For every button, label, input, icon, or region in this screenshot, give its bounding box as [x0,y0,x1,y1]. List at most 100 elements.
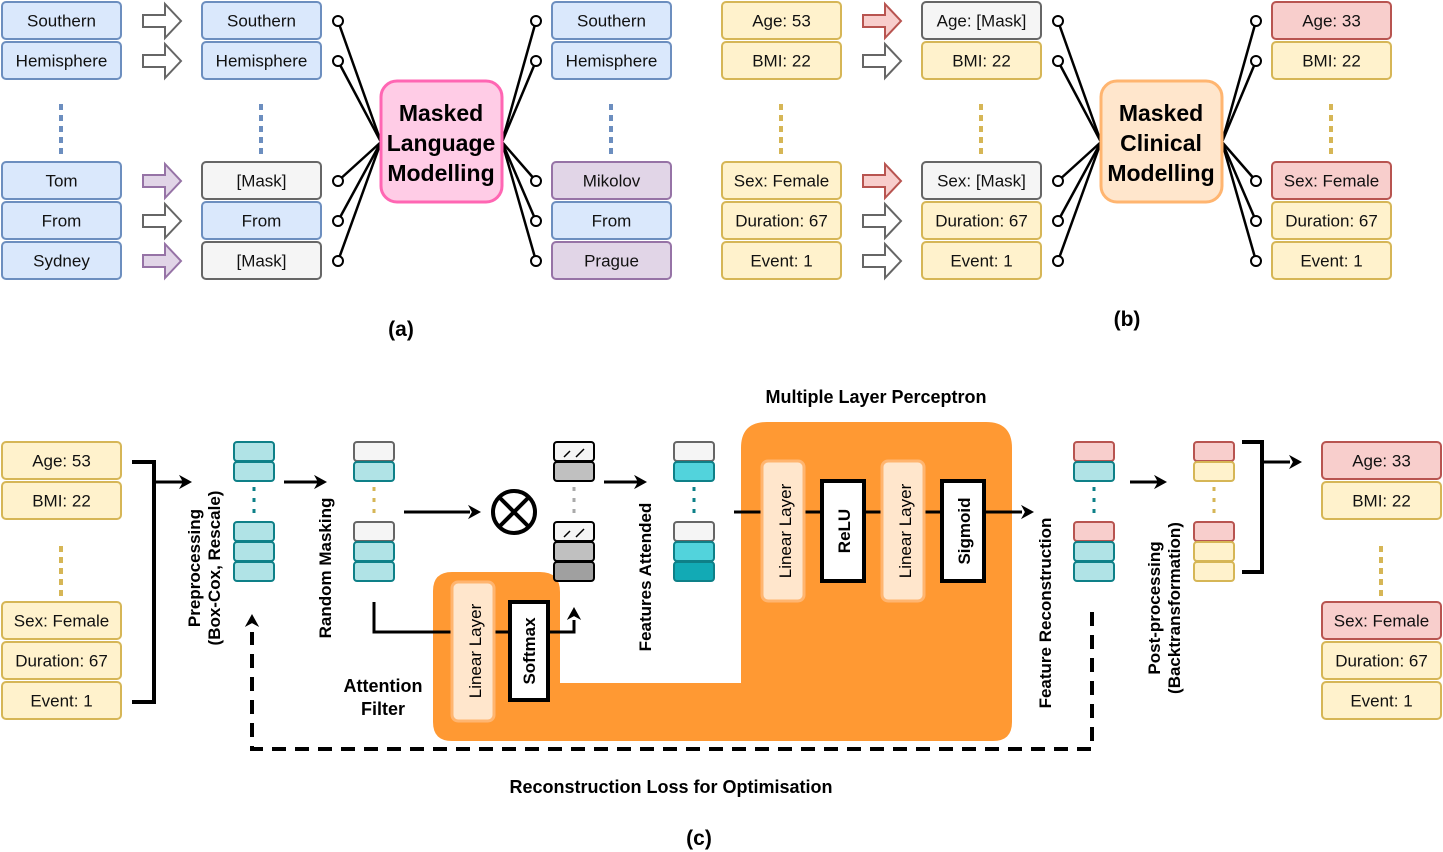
c-ellipsis-dot [1379,590,1383,596]
b-port [1052,255,1064,267]
c-loss-label: Reconstruction Loss for Optimisation [509,777,832,797]
c-sigmoid-label-line: Sigmoid [955,497,974,564]
c-output-token-box [1321,681,1442,720]
c-ellipsis-dot [1379,546,1383,552]
c-stack-dot [252,487,256,491]
c-post-cell [1193,561,1235,582]
c-feat-cell [673,541,715,562]
c-postprocessing-label: Post-processing(Backtransformation) [1145,522,1184,694]
c-mask-cell [353,541,395,562]
a-hollow-arrow [142,241,183,281]
c-random-masking-label-line: Random Masking [316,498,335,639]
a-ellipsis-dot [259,137,263,143]
a-input-token-box [1,161,122,200]
b-masked-token-label: Sex: [Mask] [937,172,1026,191]
b-masked-token-box [921,201,1042,240]
c-stack-dot [572,487,576,491]
c-sigmoid-box [940,479,986,583]
a-masked-token-box [201,1,322,40]
b-masked-token-label: Duration: 67 [935,212,1028,231]
b-output-token-box [1271,1,1392,40]
b-port [1052,175,1064,187]
a-port [332,215,344,227]
c-attn-cell [553,441,595,462]
c-postprocessing-label-line: (Backtransformation) [1165,522,1184,694]
c-softmax-out-line [548,620,576,634]
a-connector-in [336,60,383,143]
b-port [1250,175,1262,187]
b-output-token-box [1271,241,1392,280]
b-hollow-arrow [862,161,903,201]
b-hollow-arrow [862,1,903,41]
a-hollow-arrow [142,41,183,81]
c-linear-layer-box [760,459,806,603]
a-masked-token-box [201,241,322,280]
b-connector-in [1056,20,1103,143]
c-post-cell [1193,461,1235,482]
b-port [1052,215,1064,227]
a-input-token-label: Southern [27,12,96,31]
c-post-cell [1193,441,1235,462]
c-output-token-box [1321,641,1442,680]
c-linear-layer-label: Linear Layer [466,603,485,698]
c-input-token-box [1,641,122,680]
c-attn-cell [553,541,595,562]
c-stack-dot [372,487,376,491]
a-model-label: Modelling [387,160,494,186]
a-ellipsis-dot [59,126,63,132]
a-input-token-box [1,201,122,240]
a-input-token-label: Tom [45,172,77,191]
c-attn-cell-hatch [563,450,571,458]
c-output-token-label: Sex: Female [1334,612,1429,631]
c-ellipsis-dot [59,579,63,585]
b-output-token-label: Sex: Female [1284,172,1379,191]
a-ellipsis-dot [259,148,263,154]
a-masked-token-label: [Mask] [236,172,286,191]
c-linear-layer-label-line: Linear Layer [466,603,485,698]
c-softmax-label: Softmax [520,617,539,685]
c-feat-cell [673,461,715,482]
c-output-token-label: Age: 33 [1352,452,1411,471]
c-input-token-label: Event: 1 [30,692,92,711]
c-features-attended-label: Features Attended [636,503,655,652]
a-masked-token-label: Hemisphere [216,52,308,71]
c-ellipsis-dot [59,590,63,596]
c-attn-cell-hatch [575,448,585,458]
c-loss-loop [250,612,1094,751]
c-preprocessing-label-line: (Box-Cox, Rescale) [205,491,224,646]
c-input-token-label: BMI: 22 [32,492,91,511]
a-ellipsis-dot [609,137,613,143]
c-input-token-box [1,481,122,520]
a-output-token-box [551,1,672,40]
a-connector-in [336,141,383,222]
c-preprocessing-label-line: Preprocessing [185,509,204,627]
c-attention-filter-label: Filter [361,699,405,719]
a-port [530,55,542,67]
a-connector-in [336,20,383,143]
b-ellipsis-dot [1329,148,1333,154]
a-model-label: Masked [399,100,483,126]
b-connector-out [1220,141,1258,222]
a-port [530,175,542,187]
c-recon-cell [1073,441,1115,462]
c-attn-cell-hatch [575,528,585,538]
c-ellipsis-dot [1379,579,1383,585]
b-hollow-arrow [862,241,903,281]
b-input-token-box [721,241,842,280]
c-input-token-box [1,601,122,640]
a-ellipsis-dot [609,126,613,132]
a-ellipsis-dot [59,148,63,154]
c-caption: (c) [686,827,712,850]
b-masked-token-label: Event: 1 [950,252,1012,271]
a-ellipsis-dot [59,104,63,110]
b-port [1052,15,1064,27]
b-port [1250,15,1262,27]
a-masked-token-label: [Mask] [236,252,286,271]
c-ellipsis-dot [1379,568,1383,574]
c-prep-cell [233,521,275,542]
b-input-token-label: Duration: 67 [735,212,828,231]
c-softmax-box [508,600,550,702]
a-connector-out [500,20,538,143]
c-arrow-head [1021,504,1034,520]
